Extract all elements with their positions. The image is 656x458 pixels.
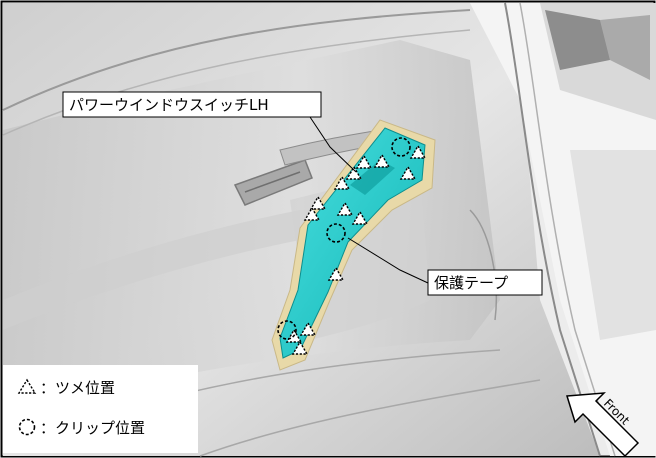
- claw-marker: [345, 165, 363, 180]
- switch-callout: パワーウインドウスイッチLH: [62, 91, 357, 173]
- claw-marker: [309, 195, 327, 210]
- claw-legend-icon: [17, 378, 37, 394]
- clip-markers: [277, 137, 411, 340]
- claw-marker: [303, 206, 321, 221]
- switch-callout-box: [62, 91, 322, 118]
- clip-marker: [277, 320, 297, 340]
- switch-leader-line: [309, 116, 357, 173]
- claw-marker: [409, 144, 427, 159]
- claw-marker: [299, 321, 317, 336]
- tape-callout: 保護テープ: [347, 237, 543, 296]
- tape-callout-label: 保護テープ: [434, 274, 508, 292]
- tape-leader-line: [347, 237, 429, 284]
- clip-legend-icon: [18, 418, 36, 436]
- claw-marker: [336, 201, 354, 216]
- claw-marker: [327, 266, 345, 281]
- claw-legend-text: ：ツメ位置: [40, 379, 115, 397]
- claw-marker: [351, 210, 369, 225]
- front-arrow: Front: [566, 392, 640, 458]
- tape-callout-box: [427, 269, 543, 296]
- claw-marker: [333, 175, 351, 190]
- claw-marker: [355, 154, 373, 169]
- clip-marker: [391, 137, 411, 157]
- door-opening: [469, 2, 656, 457]
- claw-marker: [373, 153, 391, 168]
- legend: ：ツメ位置 ：クリップ位置: [3, 365, 198, 453]
- clip-legend-text: ：クリップ位置: [40, 419, 145, 437]
- front-arrow-icon: [566, 392, 640, 458]
- power-window-switch: [279, 127, 426, 359]
- legend-background: [3, 365, 198, 453]
- clip-marker: [326, 223, 346, 243]
- claw-marker: [291, 340, 309, 355]
- switch-callout-label: パワーウインドウスイッチLH: [69, 96, 269, 114]
- claw-marker: [399, 165, 417, 180]
